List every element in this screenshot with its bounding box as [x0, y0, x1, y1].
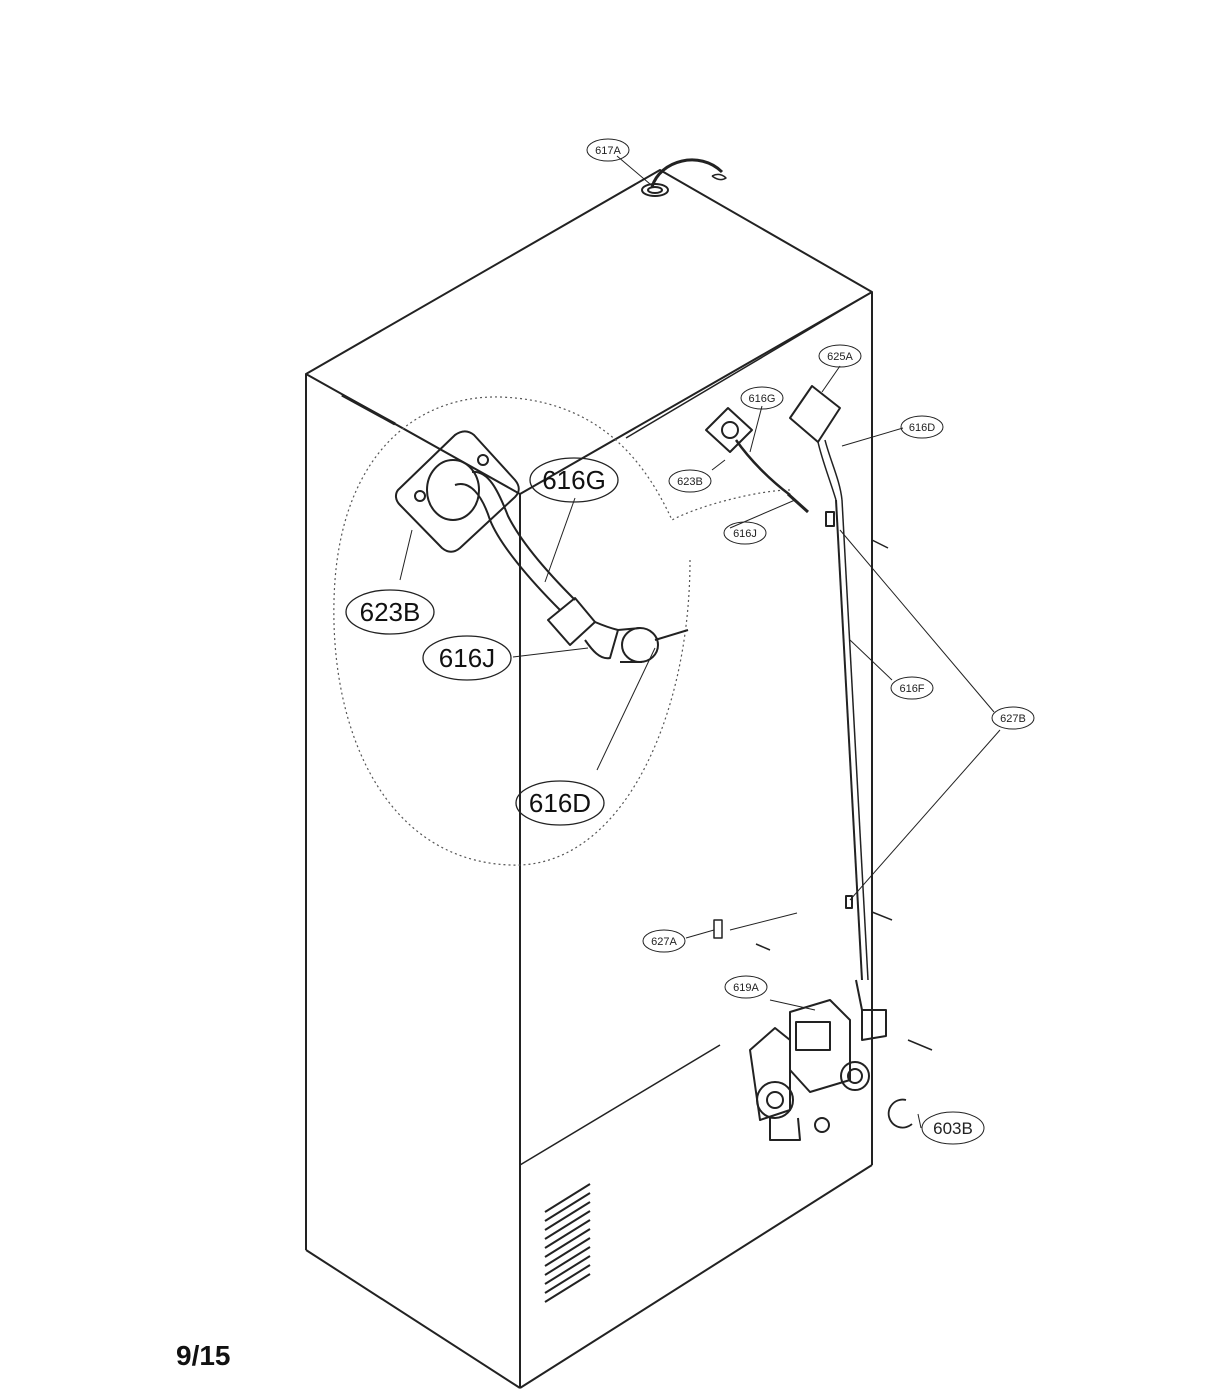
vent-grille — [544, 1183, 591, 1303]
callout-616F: 616F — [899, 683, 924, 695]
detail-tube-assembly — [454, 470, 689, 663]
detail-mount-plate — [394, 430, 520, 553]
callout-627A: 627A — [651, 936, 677, 948]
detail-callout-623B: 623B — [360, 597, 421, 627]
water-line-617A — [641, 158, 727, 197]
callout-617A: 617A — [595, 145, 621, 157]
detail-magnifier-circle — [333, 396, 791, 866]
screws — [713, 539, 933, 1051]
page-number: 9/15 — [176, 1340, 231, 1371]
callout-619A: 619A — [733, 982, 759, 994]
clip-603B — [887, 1098, 913, 1129]
callout-623B: 623B — [677, 476, 703, 488]
callout-603B: 603B — [933, 1119, 973, 1138]
callout-616J: 616J — [733, 528, 757, 540]
connector-625A — [789, 385, 843, 501]
callout-625A: 625A — [827, 351, 853, 363]
leader-lines — [399, 155, 1001, 1129]
small-callout-ellipses — [586, 138, 1035, 1145]
mount-plate-623B — [705, 407, 810, 514]
small-callout-labels: 617A 625A 616G 616D 623B 616J 616F 627B … — [595, 145, 1026, 1138]
callout-616D: 616D — [909, 422, 935, 434]
water-valve-619A — [749, 979, 887, 1141]
detail-callout-616G: 616G — [542, 465, 606, 495]
large-callout-ellipses — [345, 457, 619, 826]
detail-callout-labels: 616G 623B 616J 616D — [360, 465, 606, 818]
refrigerator-cabinet — [305, 169, 873, 1389]
detail-callout-616D: 616D — [529, 788, 591, 818]
callout-616G: 616G — [749, 393, 776, 405]
callout-627B: 627B — [1000, 713, 1026, 725]
tube-616F — [825, 499, 869, 981]
detail-callout-616J: 616J — [439, 643, 495, 673]
